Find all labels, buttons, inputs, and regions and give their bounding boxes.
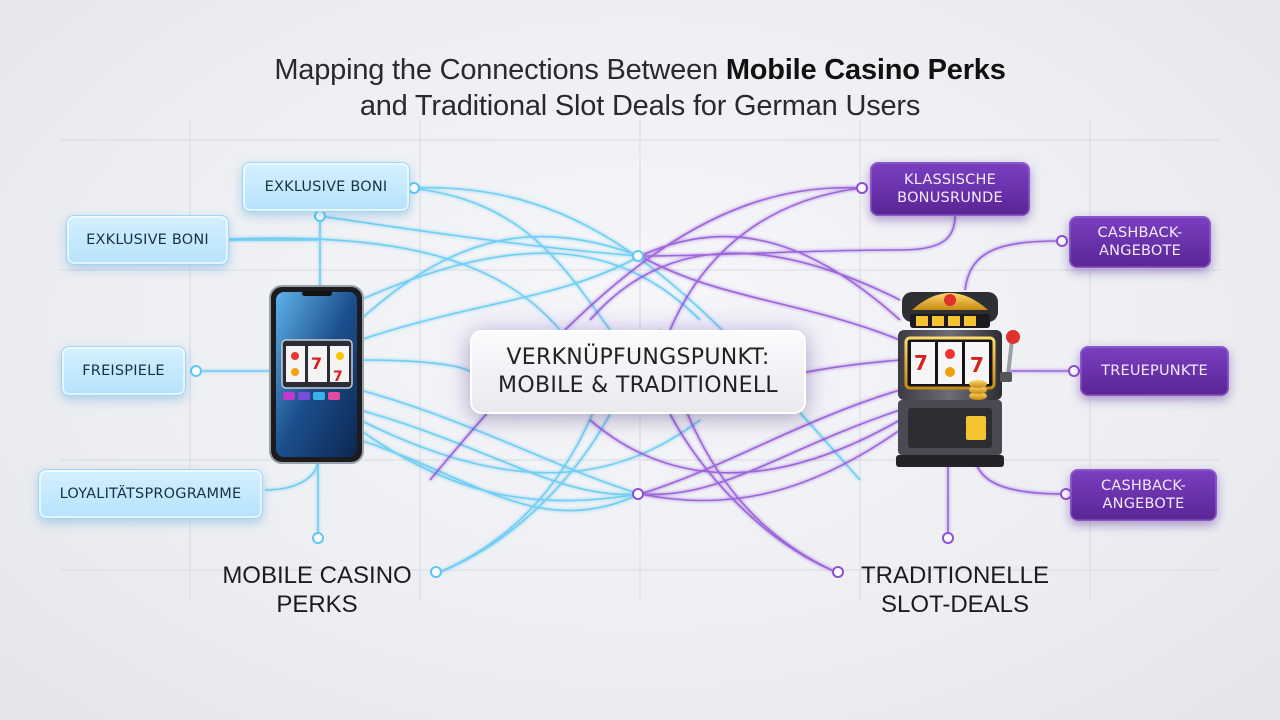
traditional-label-line1: TRADITIONELLE — [860, 562, 1050, 589]
traditional-node-label-line2: ANGEBOTE — [1102, 496, 1185, 512]
title-line2: and Traditional Slot Deals for German Us… — [359, 90, 921, 122]
slot-machine-icon: 7 7 — [896, 292, 1020, 467]
traditional-node-cashback-angebote-2[interactable]: CASHBACK- ANGEBOTE — [1070, 469, 1217, 521]
traditional-node-label-line1: KLASSISCHE — [904, 172, 996, 188]
traditional-label-line2: SLOT-DEALS — [880, 591, 1030, 618]
traditional-node-label-line1: CASHBACK- — [1097, 225, 1183, 241]
mobile-node-freispiele[interactable]: FREISPIELE — [61, 346, 186, 396]
mobile-label-line2: PERKS — [276, 591, 358, 618]
mobile-connection-lines — [196, 186, 861, 573]
svg-text:7: 7 — [333, 369, 343, 385]
center-hub-line1: VERKNÜPFUNGSPUNKT: — [506, 345, 770, 370]
connection-joints — [190, 182, 1080, 578]
mobile-label-line1: MOBILE CASINO — [222, 562, 412, 589]
traditional-node-label-line2: BONUSRUNDE — [897, 190, 1003, 206]
mobile-node-label: EXKLUSIVE BONI — [86, 232, 209, 248]
mobile-node-exklusive-boni-1[interactable]: EXKLUSIVE BONI — [242, 162, 410, 212]
traditional-node-treuepunkte[interactable]: TREUEPUNKTE — [1080, 346, 1229, 396]
smartphone-slot-icon: 7 7 — [269, 285, 364, 464]
center-hub-verknuepfungspunkt[interactable]: VERKNÜPFUNGSPUNKT: MOBILE & TRADITIONELL — [470, 330, 806, 414]
traditionelle-slot-deals-label: TRADITIONELLE SLOT-DEALS — [848, 561, 1062, 619]
title-line1-bold: Mobile Casino Perks — [725, 54, 1006, 86]
mobile-node-exklusive-boni-2[interactable]: EXKLUSIVE BONI — [66, 215, 229, 265]
svg-text:7: 7 — [970, 353, 984, 377]
svg-text:7: 7 — [914, 351, 928, 375]
center-hub-line2: MOBILE & TRADITIONELL — [498, 373, 778, 398]
mobile-casino-perks-label: MOBILE CASINO PERKS — [200, 561, 434, 619]
mobile-node-loyalitaetsprogramme[interactable]: LOYALITÄTSPROGRAMME — [38, 469, 263, 519]
traditional-node-klassische-bonusrunde[interactable]: KLASSISCHE BONUSRUNDE — [870, 162, 1030, 216]
mobile-node-label: FREISPIELE — [82, 363, 165, 379]
traditional-node-cashback-angebote-1[interactable]: CASHBACK- ANGEBOTE — [1069, 216, 1211, 268]
traditional-node-label-line1: TREUEPUNKTE — [1101, 363, 1208, 379]
mobile-node-label: LOYALITÄTSPROGRAMME — [59, 486, 242, 502]
title-line1-plain: Mapping the Connections Between — [274, 54, 726, 86]
traditional-node-label-line2: ANGEBOTE — [1099, 243, 1181, 259]
mobile-node-label: EXKLUSIVE BONI — [264, 179, 388, 195]
svg-text:7: 7 — [311, 354, 322, 373]
traditional-node-label-line1: CASHBACK- — [1101, 478, 1186, 494]
page-title: Mapping the Connections Between Mobile C… — [0, 52, 1280, 124]
